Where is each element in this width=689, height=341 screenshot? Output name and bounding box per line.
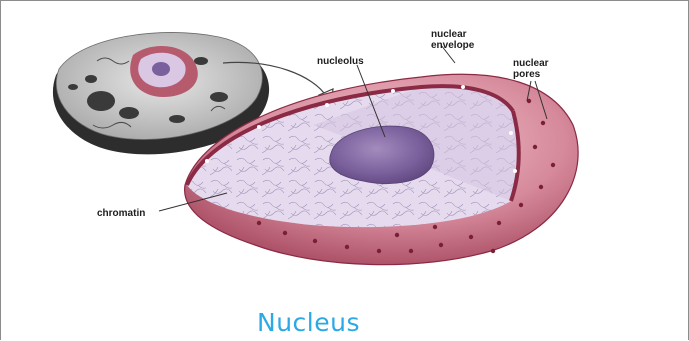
- label-chromatin: chromatin: [97, 208, 145, 219]
- cell-nucleolus: [152, 62, 170, 76]
- label-nuclear-pores-2: pores: [513, 69, 541, 80]
- label-nuclear-envelope-1: nuclear: [431, 29, 467, 40]
- label-nuclear-envelope-2: envelope: [431, 40, 475, 51]
- figure-title: Nucleus: [257, 308, 360, 337]
- label-nucleolus: nucleolus: [317, 56, 364, 67]
- label-nuclear-pores-1: nuclear: [513, 58, 549, 69]
